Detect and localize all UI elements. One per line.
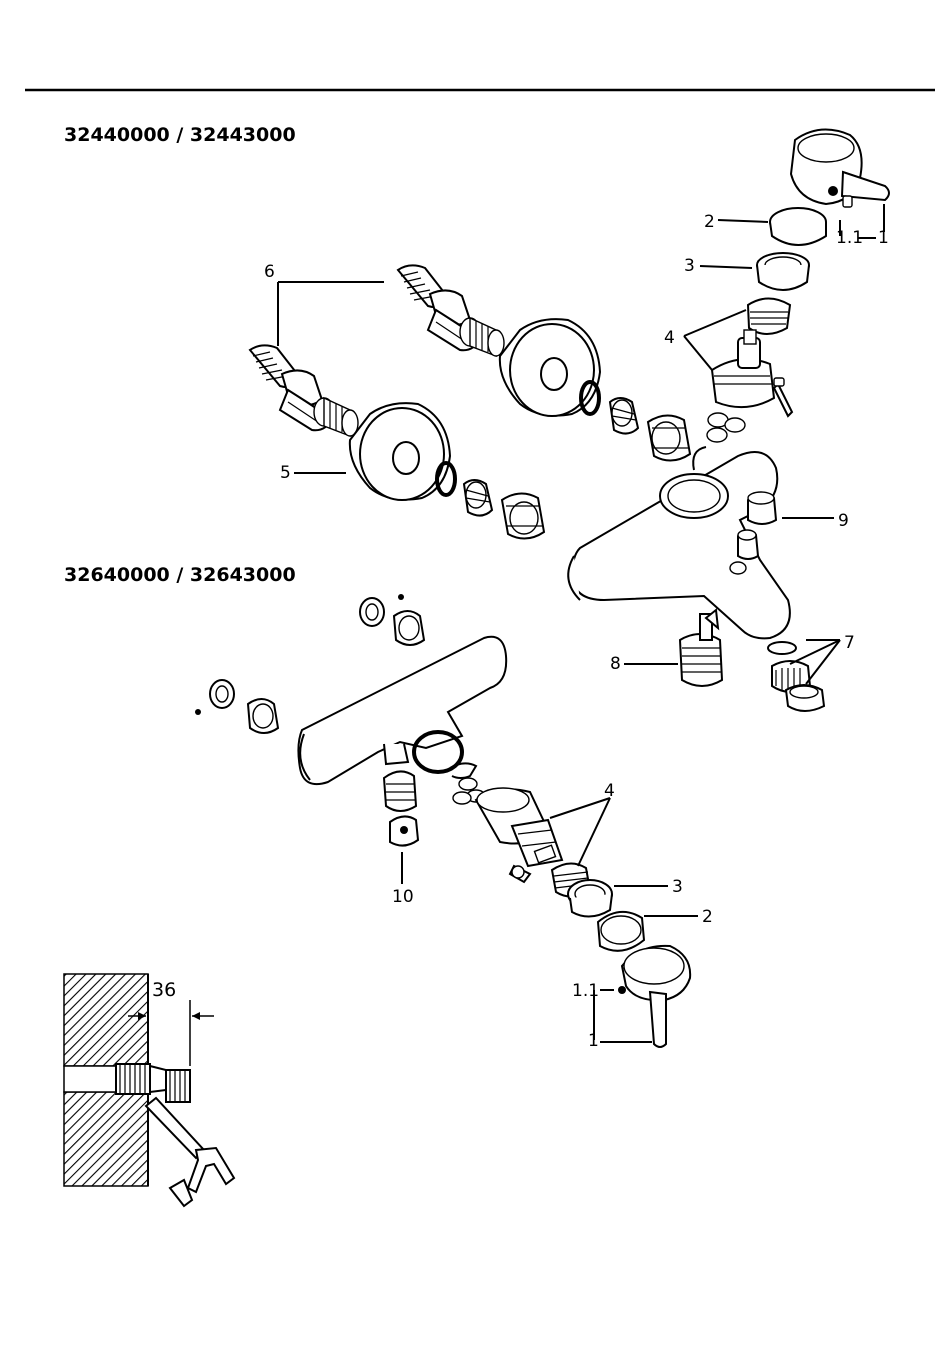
union-nut-upper [648,415,690,460]
shower-mixer-body [298,637,506,784]
union-nut-lower [502,493,544,538]
nipple-upper [610,398,638,434]
check-valve-upper [360,594,424,645]
bottom-callout-3: 3 [672,877,683,897]
bottom-assembly: 4 3 2 1.1 1 10 [195,594,713,1051]
dimension-36: 36 [152,979,176,1001]
callout-1: 1 [878,228,889,248]
callout-3: 3 [684,256,695,276]
diverter-cartridge [680,610,722,686]
callout-6: 6 [264,262,275,282]
callout-7: 7 [844,633,855,653]
callout-9: 9 [838,511,849,531]
bottom-threaded-ring [568,880,612,917]
lever-handle [791,130,889,204]
bottom-callout-10: 10 [392,887,414,907]
threaded-ring [757,253,809,290]
callout-5: 5 [280,463,291,483]
bottom-callout-2: 2 [702,907,713,927]
rosette-upper [500,319,600,416]
bottom-callout-1-1: 1.1 [572,981,599,1001]
top-assembly: 1 1.1 2 3 4 5 6 7 8 9 [250,130,889,711]
bottom-callout-4: 4 [604,781,615,801]
callout-1-1: 1.1 [836,228,863,248]
check-valve-lower [195,680,278,733]
rosette-lower [350,403,450,500]
grub-screw [843,196,852,207]
diverter-insert [384,771,418,884]
nipple-lower [464,480,492,516]
bottom-cover-cap [598,912,644,951]
thermo-cartridge [476,788,590,897]
cover-cap [770,208,826,245]
callout-2: 2 [704,212,715,232]
callout-4: 4 [664,328,675,348]
callout-8: 8 [610,654,621,674]
bottom-lever-handle [618,946,690,1047]
wrench [146,1098,234,1206]
model-heading-bottom: 32640000 / 32643000 [64,564,296,586]
model-heading-top: 32440000 / 32443000 [64,124,296,146]
wall-installation-detail: 36 [64,974,234,1206]
cartridge [712,299,792,417]
bottom-callout-1: 1 [588,1031,599,1051]
